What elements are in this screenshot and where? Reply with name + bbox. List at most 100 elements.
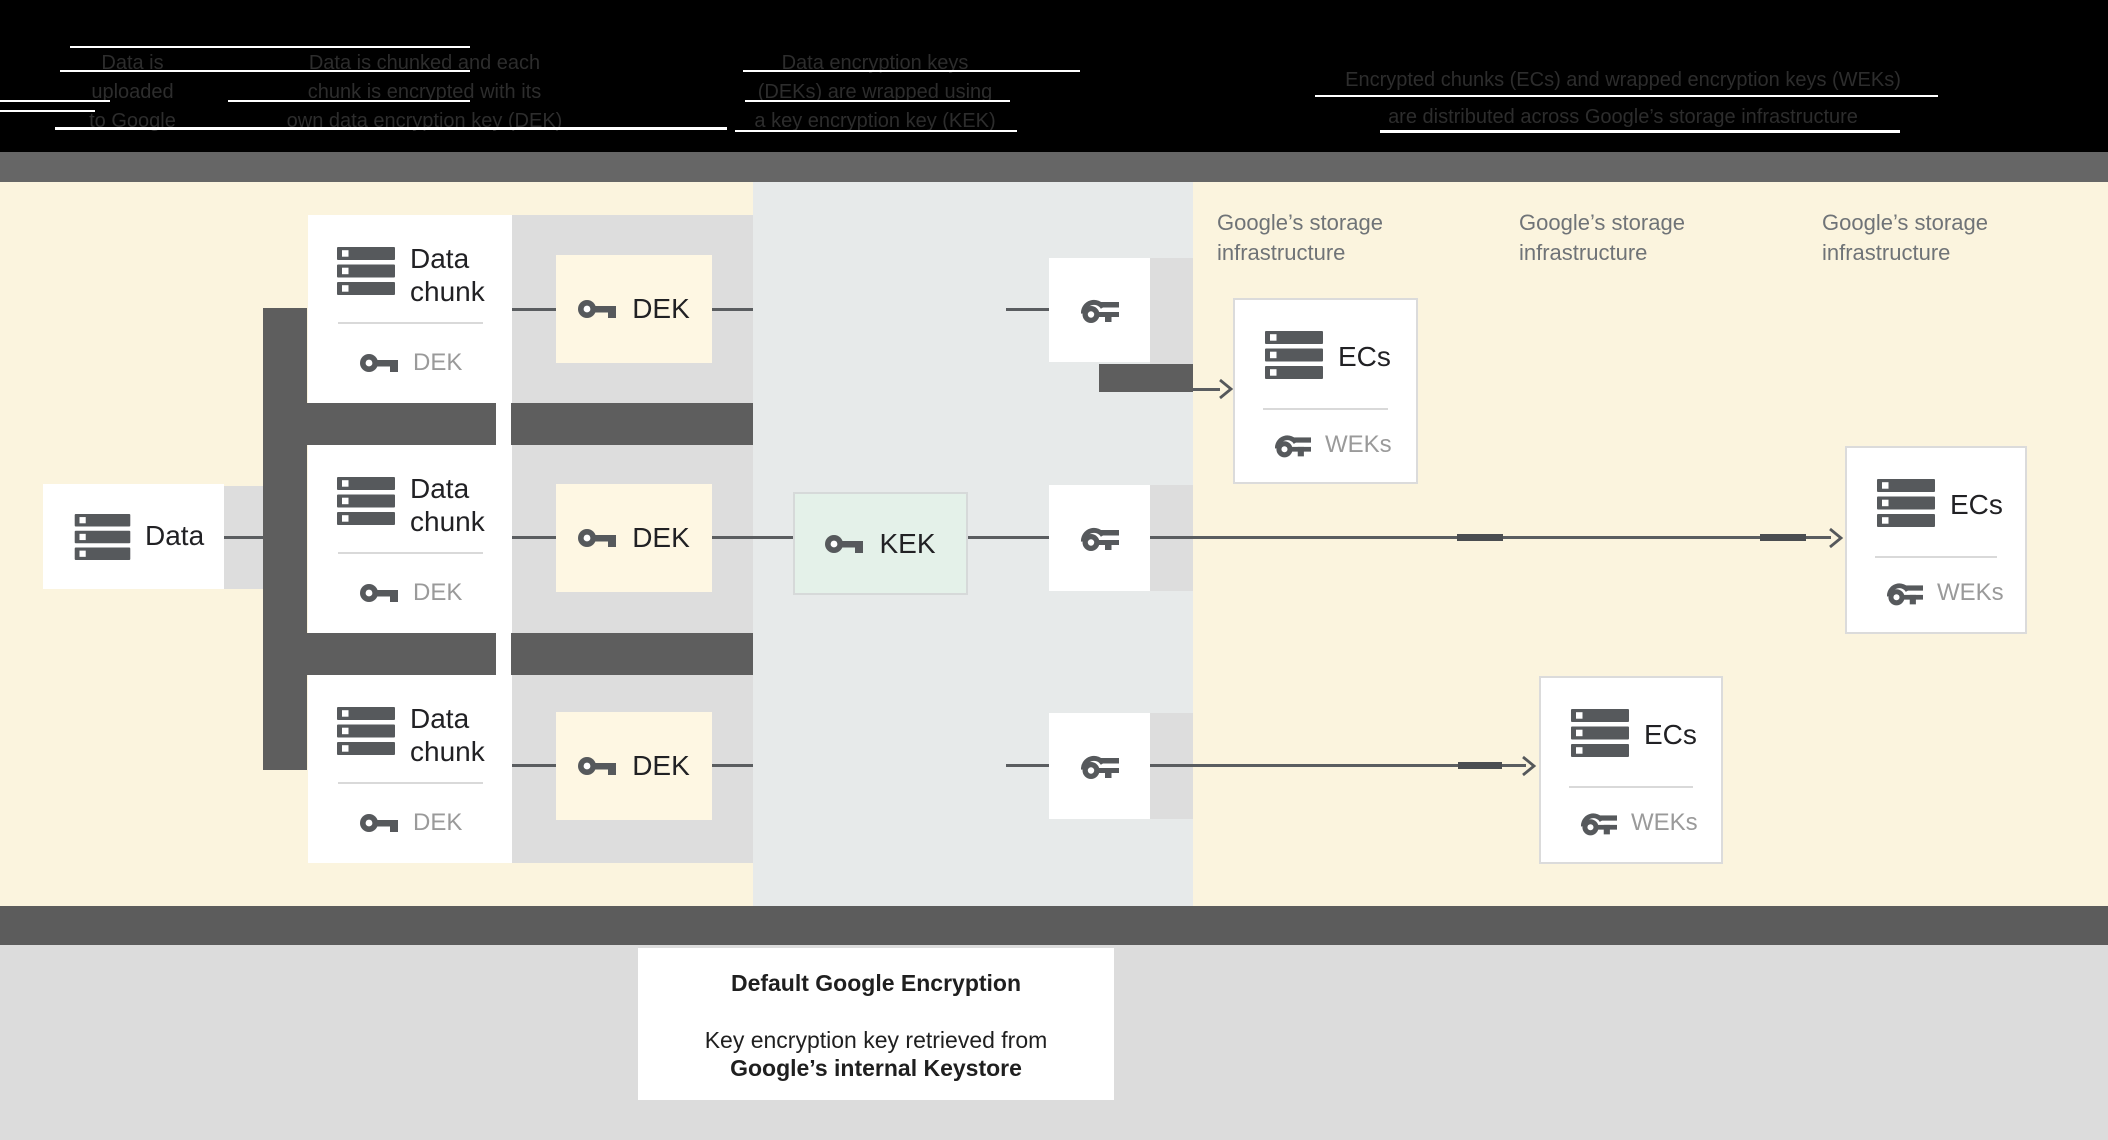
storage-label-line: Google’s storage (1519, 210, 1685, 235)
dek-card-1: DEK (556, 255, 712, 363)
header-step-2: Data is chunked and each chunk is encryp… (222, 49, 627, 136)
header-step-3-line: Data encryption keys (781, 52, 969, 74)
server-icon (1265, 331, 1323, 379)
trunk-bar (263, 308, 307, 770)
header-underline (70, 46, 470, 48)
ecs-label: ECs (1950, 489, 2003, 520)
ecs-card-1: ECs WEKs (1233, 298, 1418, 484)
wrapped-key-icon (1887, 580, 1923, 606)
data-card: Data (43, 484, 224, 589)
storage-label-2: Google’s storage infrastructure (1519, 208, 1759, 268)
dek-label: DEK (632, 750, 690, 781)
storage-label-1: Google’s storage infrastructure (1217, 208, 1457, 268)
key-icon (360, 812, 398, 834)
divider (1569, 786, 1693, 788)
data-chunk-card-3: Data chunk DEK (308, 675, 512, 863)
header-underline (745, 100, 1010, 102)
chunk-label-line: chunk (410, 736, 485, 767)
header-underline (0, 110, 95, 112)
connector-dek1-column (712, 308, 753, 311)
weks-label: WEKs (1325, 431, 1392, 458)
kek-card: KEK (793, 492, 968, 595)
bar-notch (496, 633, 511, 675)
header-step-1-line: Data is (101, 52, 164, 74)
wrapped-key-icon (1081, 296, 1119, 324)
chunk-dek-row: DEK (360, 349, 462, 377)
header-underline (0, 100, 110, 102)
key-icon (825, 533, 863, 555)
key-icon (578, 527, 616, 549)
caption-title: Default Google Encryption (730, 970, 1022, 996)
header-step-3: Data encryption keys (DEKs) are wrapped … (700, 49, 1050, 136)
ecs-label: ECs (1644, 719, 1697, 750)
header-underline (1380, 130, 1900, 133)
data-chunk-card-2: Data chunk DEK (308, 445, 512, 633)
header-step-1-line: uploaded (91, 81, 174, 103)
ecs-label: ECs (1338, 341, 1391, 372)
key-icon (578, 755, 616, 777)
connector-key3-in (1006, 764, 1049, 767)
weks-label: WEKs (1937, 579, 2004, 606)
header-step-4: Encrypted chunks (ECs) and wrapped encry… (1268, 62, 1978, 136)
header-underline (743, 70, 1080, 72)
data-label: Data (145, 520, 205, 551)
divider (338, 552, 483, 554)
chunk-dek-label: DEK (413, 579, 463, 606)
arrow-segment (1760, 534, 1806, 541)
header-step-3-line: (DEKs) are wrapped using (757, 81, 993, 103)
wrapped-key-icon (1275, 432, 1311, 458)
arrow-key3-ecs3 (1150, 764, 1526, 767)
header-step-3-line: a key encryption key (KEK) (754, 110, 996, 132)
divider (1875, 556, 1997, 558)
chunk-label: Data chunk (410, 242, 485, 308)
arrowhead-icon (1218, 378, 1234, 400)
chunk-label: Data chunk (410, 702, 485, 768)
connector-chunk2-dek2 (512, 536, 556, 539)
server-icon (337, 477, 395, 525)
connector-data-trunk (224, 536, 263, 539)
arrow-key1-ecs1 (1193, 388, 1220, 391)
wrapped-key-card-2 (1049, 485, 1150, 591)
caption-body-line1: Key encryption key retrieved from (704, 1027, 1048, 1053)
storage-label-line: infrastructure (1217, 240, 1346, 265)
chunk-label: Data chunk (410, 472, 485, 538)
dek-card-2: DEK (556, 484, 712, 592)
dek-label: DEK (632, 293, 690, 324)
header-underline (735, 130, 1017, 132)
server-icon (1877, 479, 1935, 527)
caption-body-line2: Google’s internal Keystore (730, 1055, 1022, 1081)
wrapped-key-icon (1581, 810, 1617, 836)
arrow-segment (1457, 534, 1503, 541)
wrapped-key-card-3 (1049, 713, 1150, 819)
wrapped-key-icon (1081, 752, 1119, 780)
header-underline (228, 100, 470, 102)
connector-chunk1-dek1 (512, 308, 556, 311)
storage-label-line: infrastructure (1822, 240, 1951, 265)
bottom-gray-bar (0, 906, 2108, 945)
weks-row: WEKs (1887, 579, 2004, 607)
header-step-4-line: are distributed across Google’s storage … (1388, 106, 1858, 128)
key-band-1 (1150, 258, 1193, 364)
divider (338, 782, 483, 784)
server-icon (337, 707, 395, 755)
header-step-1: Data is uploaded to Google (30, 49, 235, 136)
header-step-1-line: to Google (89, 110, 176, 132)
chunk-label-line: chunk (410, 506, 485, 537)
chunk-dek-row: DEK (360, 809, 462, 837)
connector-chunk3-dek3 (512, 764, 556, 767)
chunk-dek-label: DEK (413, 349, 463, 376)
wrapped-key-card-1 (1049, 258, 1150, 362)
chunk-dek-label: DEK (413, 809, 463, 836)
arrowhead-icon (1828, 527, 1844, 549)
ecs-card-2: ECs WEKs (1845, 446, 2027, 634)
storage-label-line: Google’s storage (1822, 210, 1988, 235)
divider (338, 322, 483, 324)
caption-card: Default Google Encryption Key encryption… (638, 948, 1114, 1100)
chunk-label-line: chunk (410, 276, 485, 307)
top-gray-strip (0, 152, 2108, 182)
bar-notch (496, 403, 511, 445)
key-icon (360, 582, 398, 604)
wrapped-key-icon (1081, 524, 1119, 552)
kek-label: KEK (879, 527, 936, 559)
